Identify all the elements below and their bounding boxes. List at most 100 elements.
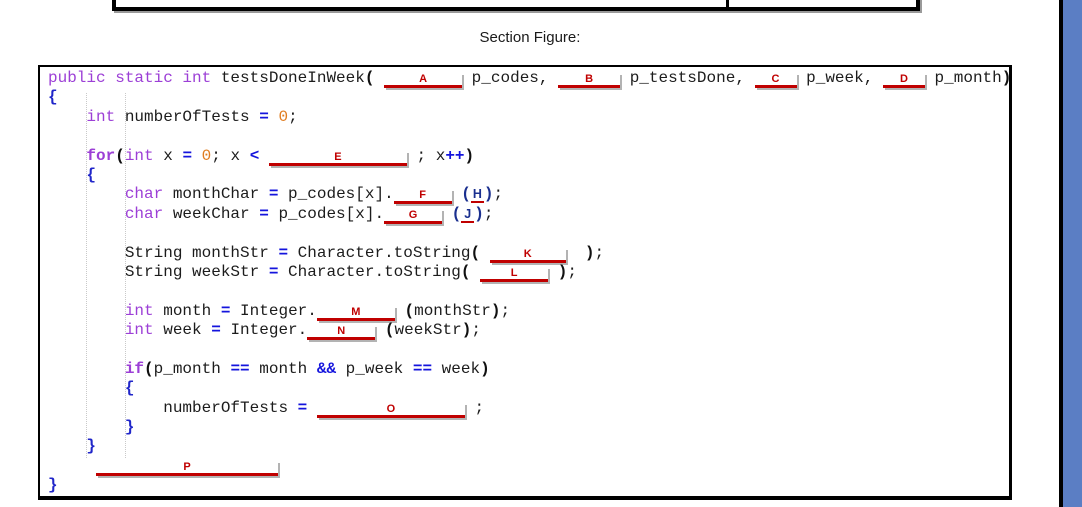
code-token: } xyxy=(86,437,97,456)
code-token: ) xyxy=(584,243,595,262)
blank-label: M xyxy=(351,305,361,318)
code-token: char xyxy=(124,204,164,223)
code-token xyxy=(566,244,585,262)
code-token: p_codes[x]. xyxy=(268,204,385,223)
code-token xyxy=(259,147,269,165)
code-line: public static int testsDoneInWeek( A p_c… xyxy=(48,69,1009,88)
code-token: ( xyxy=(115,146,125,165)
answer-blank-N: N xyxy=(307,325,376,341)
answer-blank-B: B xyxy=(558,73,621,88)
blank-label: N xyxy=(337,325,346,338)
code-token: String monthStr xyxy=(124,243,279,262)
blank-label: B xyxy=(585,73,594,85)
answer-blank-A: A xyxy=(384,73,463,88)
code-token: && xyxy=(316,359,337,378)
code-token: int xyxy=(86,107,116,126)
code-line: for(int x = 0; x < E ; x++) xyxy=(48,147,1009,166)
code-token: ++ xyxy=(445,146,465,165)
code-token: = xyxy=(211,321,221,340)
code-token: p_week xyxy=(336,359,413,378)
code-token: = xyxy=(268,262,279,281)
code-token: String weekStr xyxy=(124,262,269,281)
code-token: = xyxy=(259,107,269,126)
answer-blank-K: K xyxy=(489,247,566,263)
code-token: week xyxy=(153,321,212,340)
code-token: = xyxy=(278,243,289,262)
code-token: ( xyxy=(451,204,462,223)
code-token: weekStr xyxy=(394,321,462,340)
code-token: public static int xyxy=(48,69,221,87)
code-token: weekChar xyxy=(163,204,260,223)
code-token: p_month xyxy=(153,359,231,378)
code-token: = xyxy=(297,398,308,417)
code-token: numberOfTests xyxy=(163,398,298,417)
answer-blank-M: M xyxy=(316,305,395,321)
code-token: } xyxy=(124,418,135,437)
blank-label: E xyxy=(334,150,342,163)
code-token: testsDoneInWeek xyxy=(220,69,365,87)
code-token: ) xyxy=(461,321,472,340)
code-token: Character.toString xyxy=(288,243,471,262)
code-token: p_codes[x]. xyxy=(278,185,394,204)
code-token: int xyxy=(124,146,154,165)
code-line xyxy=(48,282,1009,301)
answer-blank-D: D xyxy=(882,73,925,88)
code-token: p_week, xyxy=(796,69,883,87)
code-token: ( xyxy=(461,185,471,204)
answer-blank-G: G xyxy=(384,209,443,224)
code-token: p_codes, xyxy=(462,69,559,87)
code-token: { xyxy=(48,88,58,107)
code-token: for xyxy=(86,146,116,165)
code-token: ; xyxy=(594,243,605,262)
answer-blank-P: P xyxy=(96,460,279,476)
code-line: P xyxy=(48,457,1009,476)
answer-blank-O: O xyxy=(316,403,465,418)
code-figure-box: public static int testsDoneInWeek( A p_c… xyxy=(38,65,1012,500)
code-token: ( xyxy=(404,301,415,320)
code-token: ; xyxy=(288,107,298,126)
code-token: numberOfTests xyxy=(115,107,260,126)
code-token: monthChar xyxy=(163,185,269,204)
answer-blank-H: H xyxy=(470,187,484,204)
code-token: } xyxy=(48,476,58,495)
code-line xyxy=(48,340,1009,359)
code-token xyxy=(48,437,86,455)
code-token xyxy=(307,399,317,417)
code-token xyxy=(48,108,86,126)
code-token xyxy=(452,185,462,203)
code-token: = xyxy=(182,146,193,165)
code-token xyxy=(471,263,481,281)
answer-blank-J: J xyxy=(461,207,475,223)
code-token: ; x xyxy=(406,146,446,165)
code-token xyxy=(48,399,163,417)
code-token: ) xyxy=(480,359,490,378)
code-token: ) xyxy=(464,146,475,165)
code-token: ; xyxy=(464,398,485,417)
code-token: ( xyxy=(364,69,375,87)
code-line: int numberOfTests = 0; xyxy=(48,108,1009,127)
code-token: { xyxy=(124,379,135,398)
code-line xyxy=(48,224,1009,243)
answer-blank-C: C xyxy=(754,73,797,88)
code-line: { xyxy=(48,166,1009,185)
code-token: month xyxy=(249,359,317,378)
code-token: ) xyxy=(474,204,484,223)
code-token: p_testsDone, xyxy=(620,69,755,87)
previous-figure-box-bottom xyxy=(112,0,920,11)
code-token: x xyxy=(153,146,183,165)
answer-blank-L: L xyxy=(480,267,549,282)
answer-blank-E: E xyxy=(268,150,407,166)
code-token: 0 xyxy=(201,146,212,165)
blank-label: D xyxy=(899,73,908,85)
blank-label: K xyxy=(523,247,532,260)
code-token: { xyxy=(86,165,97,184)
code-token: Integer. xyxy=(230,301,317,320)
code-token: Integer. xyxy=(220,321,308,340)
blank-label: P xyxy=(183,460,191,473)
code-token xyxy=(480,244,490,262)
indent-guide xyxy=(125,93,126,458)
code-line: char monthChar = p_codes[x].F (H); xyxy=(48,185,1009,205)
code-token: ( xyxy=(144,359,154,378)
code-token: Character.toString xyxy=(278,262,461,281)
code-token: p_month xyxy=(924,69,1002,87)
